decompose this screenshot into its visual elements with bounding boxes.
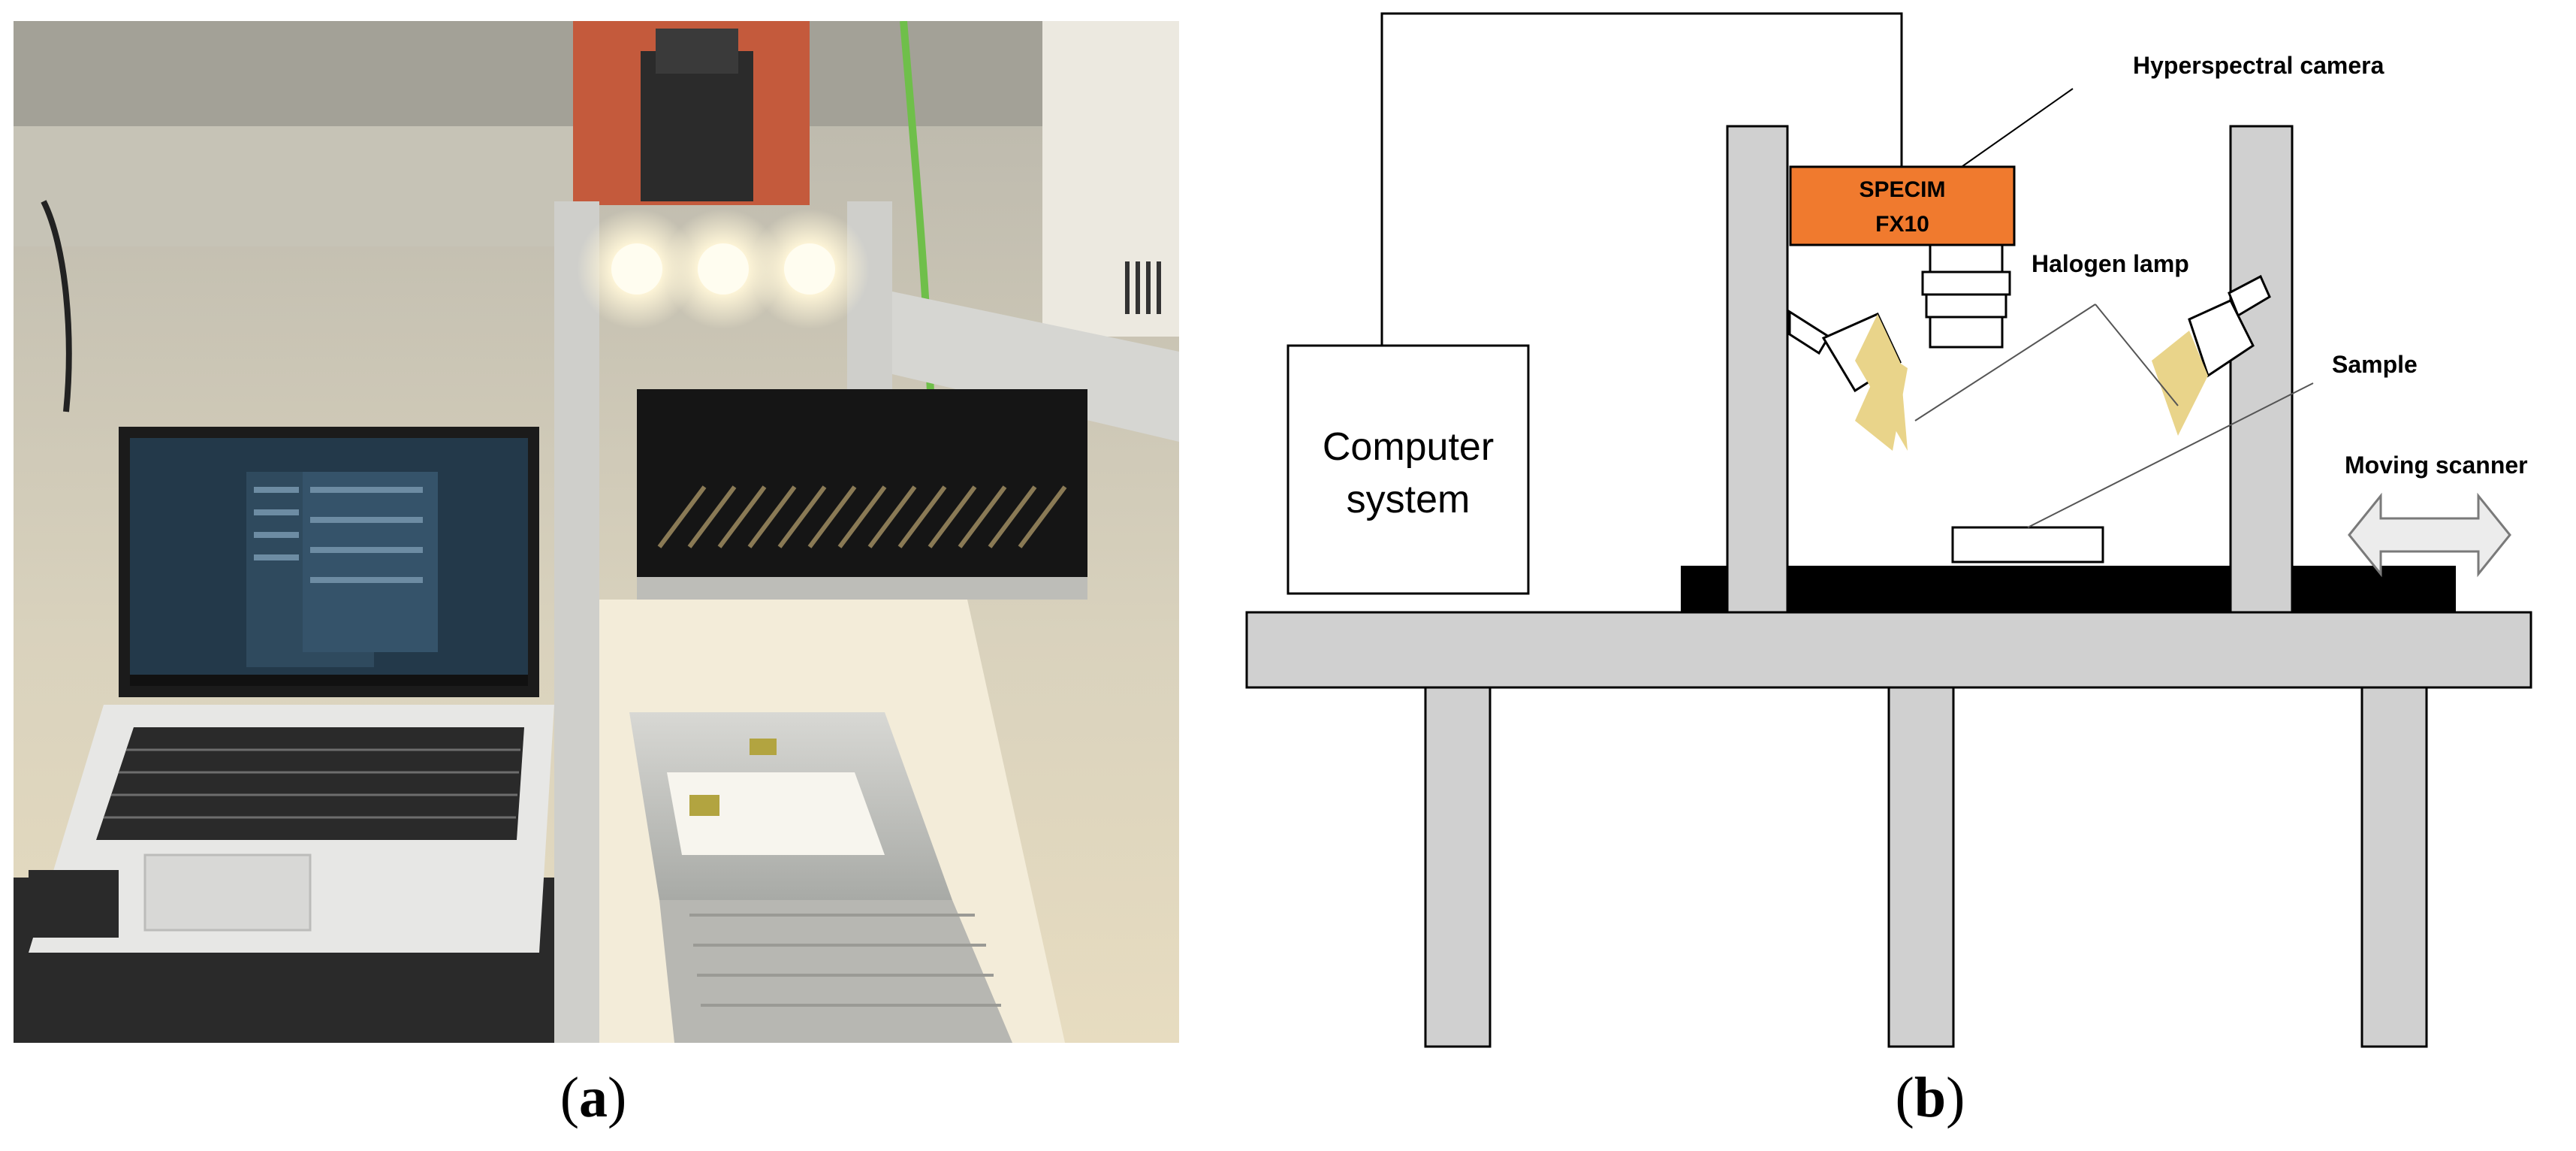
callout-line-camera xyxy=(1961,88,2074,168)
table-top xyxy=(1245,611,2532,689)
camera-body xyxy=(641,51,753,201)
moving-stage xyxy=(1681,566,2456,612)
table-leg-left xyxy=(1424,686,1492,1048)
halogen-lamp-left xyxy=(1788,310,1908,451)
camera-lens xyxy=(1921,243,2011,349)
halogen-lamp-right xyxy=(2152,274,2271,436)
label-sample: Sample xyxy=(2332,351,2418,378)
table-leg-middle xyxy=(1887,686,1955,1048)
lamp-housing xyxy=(637,389,1087,577)
callout-line-lamp-left xyxy=(1914,304,2096,421)
keyboard xyxy=(96,727,524,840)
shelf-edge xyxy=(14,126,584,246)
left-rail xyxy=(554,201,599,1043)
computer-label-line2: system xyxy=(1347,478,1470,521)
caption-b-letter: b xyxy=(1914,1066,1947,1129)
callout-line-lamp-right xyxy=(2095,304,2179,406)
setup-photo-illustration xyxy=(14,21,1179,1043)
conveyor xyxy=(659,900,1012,1043)
computer-label-line1: Computer xyxy=(1323,425,1494,469)
label-halogen-lamp: Halogen lamp xyxy=(2032,250,2189,277)
callout-line-sample xyxy=(2027,382,2314,528)
label-hyperspectral-camera: Hyperspectral camera xyxy=(2133,52,2384,79)
sample xyxy=(1951,526,2104,563)
setup-photograph xyxy=(14,21,1179,1043)
label-moving-scanner: Moving scanner xyxy=(2345,452,2528,479)
data-cable xyxy=(1380,12,1903,346)
schematic-svg: Computer system SPECIM FX10 xyxy=(1245,12,2532,1048)
cable xyxy=(41,200,72,412)
hyperspectral-camera xyxy=(1789,165,2016,246)
sample-piece-1 xyxy=(750,739,777,755)
schematic-diagram: Computer system SPECIM FX10 xyxy=(1239,0,2576,1052)
camera-label-line1: SPECIM xyxy=(1859,177,1945,202)
frame-post-right xyxy=(2229,125,2294,614)
caption-b: (b) xyxy=(1895,1066,1965,1129)
sample-piece-2 xyxy=(689,795,719,816)
table-leg-right xyxy=(2360,686,2428,1048)
caption-a: (a) xyxy=(560,1066,627,1129)
side-rail xyxy=(892,292,1179,442)
camera-label-line2: FX10 xyxy=(1875,212,1929,237)
computer-system-box xyxy=(1286,344,1530,595)
caption-a-letter: a xyxy=(579,1066,608,1129)
touchpad xyxy=(143,853,312,932)
frame-post-left xyxy=(1726,125,1789,614)
moving-scanner-arrow xyxy=(2348,492,2511,578)
enclosure xyxy=(1042,21,1179,337)
